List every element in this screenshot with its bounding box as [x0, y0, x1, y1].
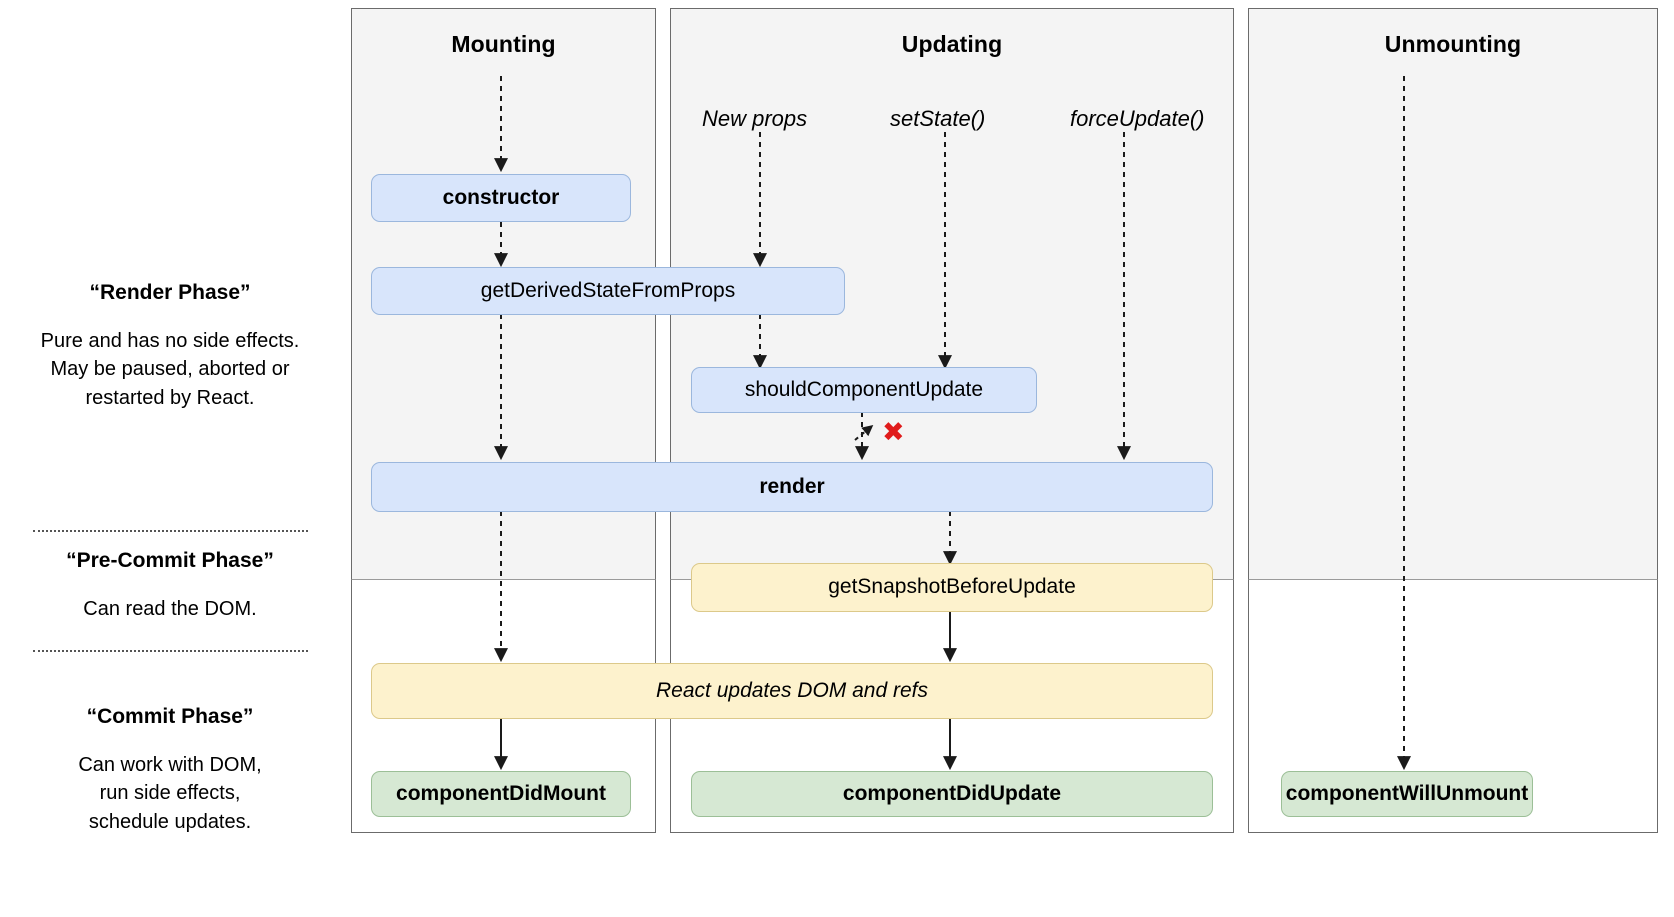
phase-body-render: Pure and has no side effects. May be pau… [40, 330, 300, 409]
trigger-new-props: New props [702, 106, 808, 131]
phase-legend-commit: “Commit Phase” Can work with DOM, run si… [5, 705, 335, 836]
node-render[interactable]: render [371, 462, 1213, 512]
node-react-updates-dom-and-refs[interactable]: React updates DOM and refs [371, 663, 1213, 719]
column-title-unmounting: Unmounting [1384, 31, 1522, 57]
node-component-did-mount[interactable]: componentDidMount [371, 771, 631, 817]
trigger-force-update: forceUpdate() [1070, 106, 1205, 131]
phase-legend-pre-commit: “Pre-Commit Phase” Can read the DOM. [5, 549, 335, 623]
phase-legend-render: “Render Phase” Pure and has no side effe… [5, 281, 335, 412]
trigger-set-state: setState() [890, 106, 986, 131]
node-get-snapshot-before-update[interactable]: getSnapshotBeforeUpdate [691, 563, 1213, 612]
column-title-updating: Updating [901, 31, 1003, 57]
node-get-derived-state-from-props[interactable]: getDerivedStateFromProps [371, 267, 845, 315]
phase-title-commit: “Commit Phase” [86, 705, 254, 728]
x-mark-icon: ✖ [882, 417, 905, 448]
phase-body-pre-commit: Can read the DOM. [83, 598, 257, 620]
node-constructor[interactable]: constructor [371, 174, 631, 222]
node-component-will-unmount[interactable]: componentWillUnmount [1281, 771, 1533, 817]
legend-divider-bottom [33, 650, 308, 652]
node-component-did-update[interactable]: componentDidUpdate [691, 771, 1213, 817]
column-title-mounting: Mounting [451, 31, 556, 57]
panel-unmounting-render: Unmounting [1248, 8, 1658, 580]
legend-divider-top [33, 530, 308, 532]
phase-title-render: “Render Phase” [89, 281, 251, 304]
phase-body-commit: Can work with DOM, run side effects, sch… [78, 754, 262, 833]
node-should-component-update[interactable]: shouldComponentUpdate [691, 367, 1037, 413]
phase-title-pre-commit: “Pre-Commit Phase” [66, 549, 274, 572]
